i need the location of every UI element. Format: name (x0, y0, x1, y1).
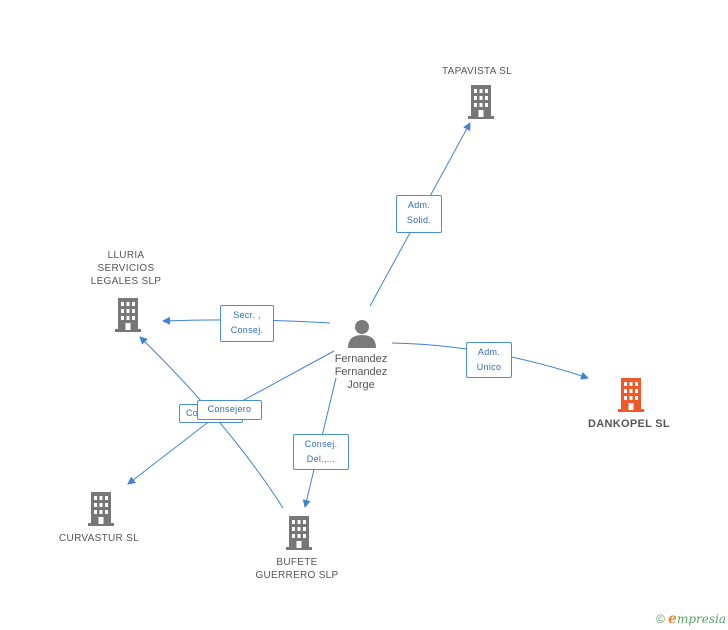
curvastur-building-icon[interactable] (86, 492, 116, 526)
edge-label-adm-solid[interactable]: Adm. Solid. (396, 195, 442, 233)
edge-label-consejero[interactable]: Consejero (197, 400, 262, 420)
edge-label-secr-consej-line2: Consej. (230, 325, 264, 335)
bufete-label-line1: BUFETE (276, 557, 318, 568)
edge-label-consej-del[interactable]: Consej. Del.,... (293, 434, 349, 470)
person-label-line2: Fernandez (334, 366, 388, 378)
person-label-line1: Fernandez (334, 353, 388, 365)
edge-label-secr-consej-line1: Secr. , (233, 310, 261, 320)
edge-label-consej-del-line2: Del.,... (306, 454, 336, 464)
empresia-watermark: ©empresia (656, 611, 726, 627)
edge-label-adm-unico-line1: Adm. (477, 347, 501, 357)
person-label-line3: Jorge (347, 379, 375, 391)
lluria-label-line1: LLURIA (107, 250, 145, 261)
edge-bufete-to-lluria (139, 336, 284, 509)
edge-label-consej-del-line1: Consej. (304, 439, 338, 449)
copyright-symbol: © (656, 612, 666, 626)
lluria-label-line3: LEGALES SLP (90, 276, 162, 287)
lluria-label-line2: SERVICIOS (97, 263, 155, 274)
edge-label-secr-consej[interactable]: Secr. , Consej. (220, 305, 274, 342)
curvastur-label[interactable]: CURVASTUR SL (59, 533, 139, 544)
bufete-label[interactable]: BUFETE GUERRERO SLP (237, 556, 357, 582)
bufete-building-icon[interactable] (284, 516, 314, 550)
lluria-label[interactable]: LLURIA SERVICIOS LEGALES SLP (66, 249, 186, 288)
edge-label-adm-unico[interactable]: Adm. Unico (466, 342, 512, 378)
bufete-label-line2: GUERRERO SLP (255, 570, 339, 581)
lluria-building-icon[interactable] (113, 298, 143, 332)
person-label[interactable]: Fernandez Fernandez Jorge (311, 353, 411, 392)
tapavista-building-icon[interactable] (466, 85, 496, 119)
tapavista-label[interactable]: TAPAVISTA SL (441, 66, 513, 77)
edge-label-adm-solid-line1: Adm. (407, 200, 431, 210)
dankopel-building-icon[interactable] (616, 378, 646, 412)
person-icon[interactable] (347, 318, 377, 348)
dankopel-label[interactable]: DANKOPEL SL (588, 418, 670, 430)
edge-label-adm-solid-line2: Solid. (406, 215, 432, 225)
brand-name: mpresia (676, 612, 726, 626)
brand-initial: e (668, 611, 677, 627)
edge-label-adm-unico-line2: Unico (476, 362, 502, 372)
